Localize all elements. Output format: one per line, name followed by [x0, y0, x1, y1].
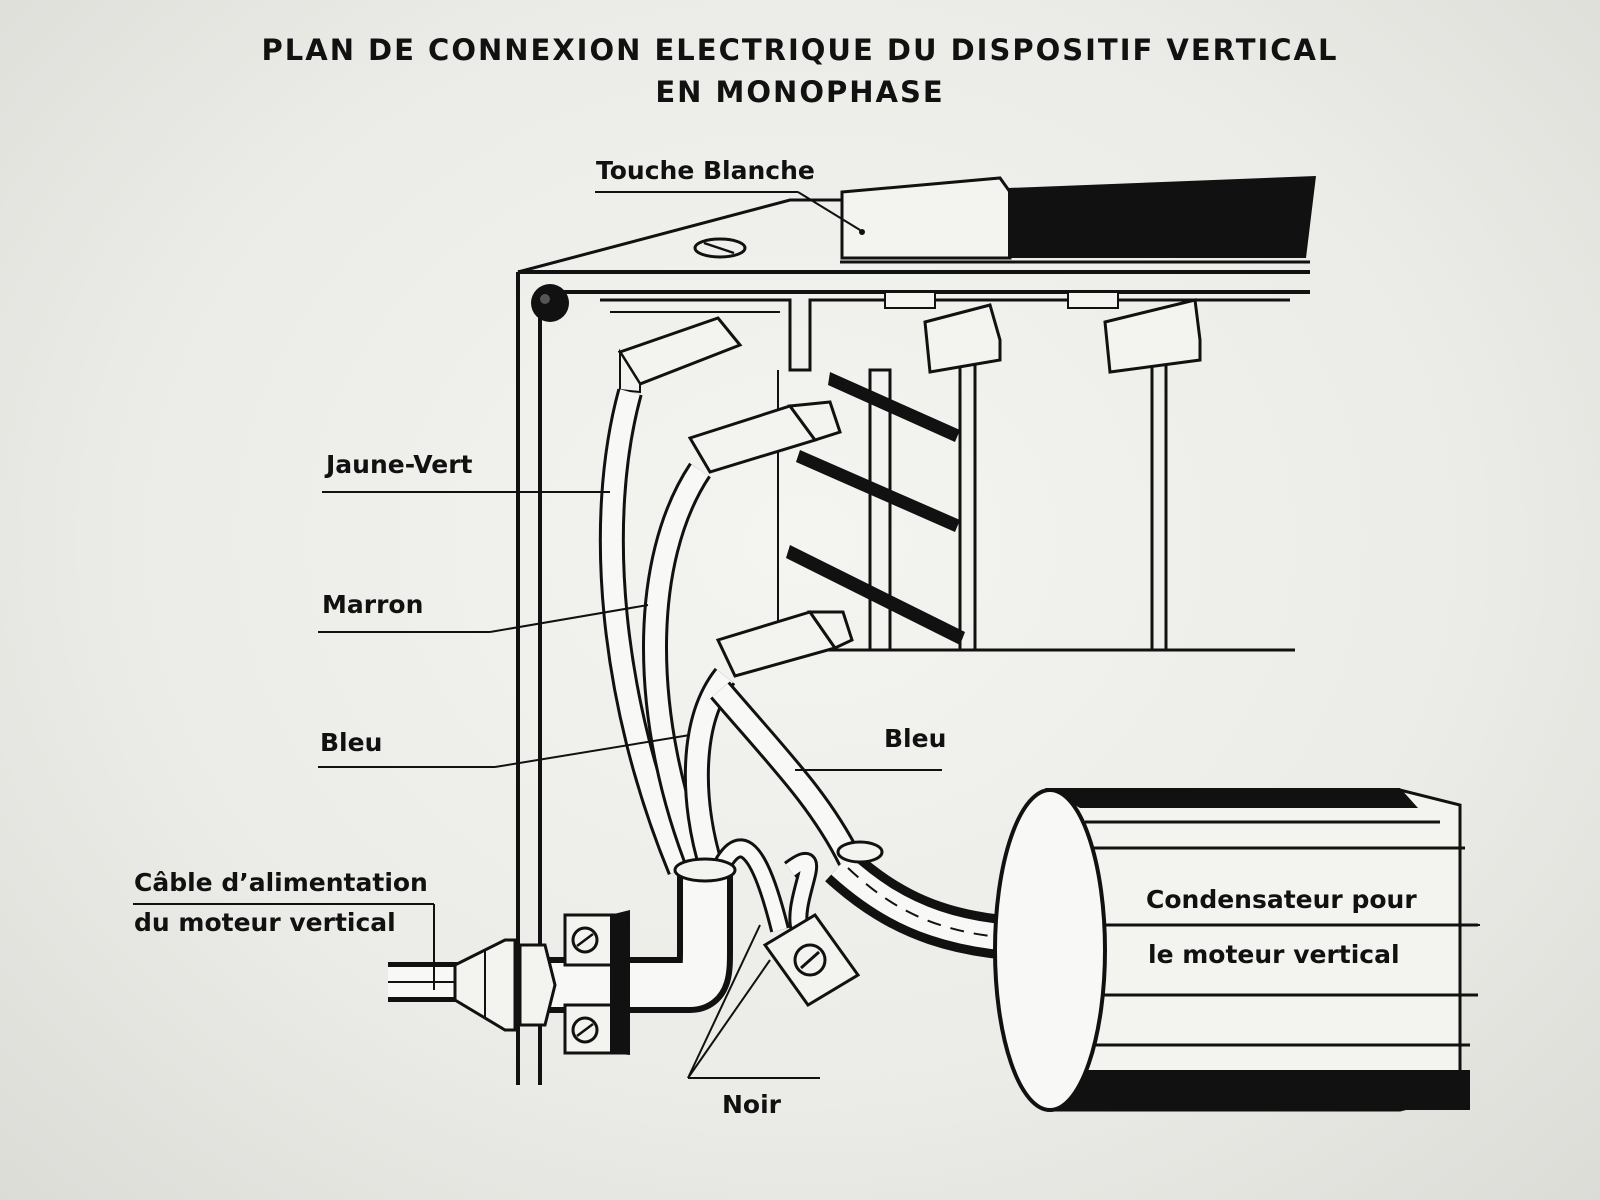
diagram-subtitle: EN MONOPHASE — [655, 75, 945, 109]
label-jaune-vert: Jaune-Vert — [326, 450, 473, 479]
label-cable-line1: Câble d’alimentation — [134, 868, 428, 897]
label-touche-blanche: Touche Blanche — [596, 156, 815, 185]
label-bleu-right: Bleu — [884, 724, 947, 753]
label-bleu-left: Bleu — [320, 728, 383, 757]
terminal-bracket — [786, 368, 965, 652]
capacitor — [993, 788, 1478, 1112]
leader-lines — [133, 191, 1480, 1079]
noir-terminal — [762, 913, 861, 1007]
diagram-title: PLAN DE CONNEXION ELECTRIQUE DU DISPOSIT… — [261, 33, 1339, 67]
label-marron: Marron — [322, 590, 424, 619]
power-cable-assembly — [388, 857, 737, 1055]
label-noir: Noir — [722, 1090, 781, 1119]
label-condensateur-line2: le moteur vertical — [1148, 940, 1400, 969]
label-condensateur-line1: Condensateur pour — [1146, 885, 1417, 914]
label-cable-line2: du moteur vertical — [134, 908, 396, 937]
terminal-connectors — [617, 316, 854, 678]
touche-blanche-button — [840, 176, 1316, 264]
housing — [516, 198, 1310, 1085]
